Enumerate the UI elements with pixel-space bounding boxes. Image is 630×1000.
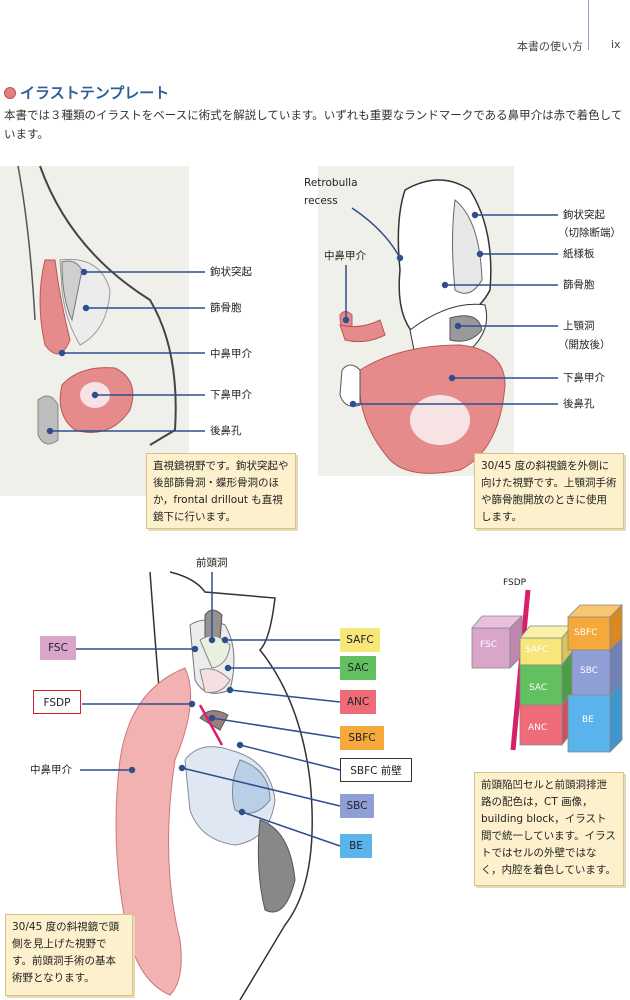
page-number: ix bbox=[611, 38, 621, 51]
fig4-block-sbc: SBC bbox=[580, 666, 599, 676]
fig3-box-sbfc-anterior-wall: SBFC 前壁 bbox=[340, 758, 412, 782]
fig3-label-middle-turbinate: 中鼻甲介 bbox=[30, 764, 72, 776]
fig4-block-sbfc: SBFC bbox=[574, 628, 598, 638]
header-divider bbox=[588, 0, 589, 50]
fig3-outline bbox=[149, 571, 161, 701]
fig4-block-fsc: FSC bbox=[480, 640, 498, 650]
fig4-block-sac: SAC bbox=[529, 683, 548, 693]
fig2-label-recess: recess bbox=[304, 195, 338, 207]
fig2-label-uncinate-sub: （切除断端） bbox=[558, 227, 621, 239]
fig4-note: 前頭陥凹セルと前頭洞排泄路の配色は，CT 画像，building block，イ… bbox=[474, 772, 624, 886]
fig2-label-lamina-papyracea: 紙様板 bbox=[563, 248, 595, 260]
fig1-outline bbox=[39, 165, 177, 446]
fig3-box-anc: ANC bbox=[340, 690, 376, 714]
fig2-label-bulla: 篩骨胞 bbox=[563, 279, 595, 291]
fig1-label-bulla: 篩骨胞 bbox=[210, 302, 242, 314]
fig4-block-be: BE bbox=[582, 715, 594, 725]
fig4-block-anc: ANC bbox=[528, 723, 548, 733]
fig3-box-fsc: FSC bbox=[40, 636, 76, 660]
fig2-note: 30/45 度の斜視鏡を外側に向けた視野です。上顎洞手術や篩骨胞開放のときに使用… bbox=[474, 453, 624, 529]
fig2-label-maxillary-sub: （開放後） bbox=[558, 339, 611, 351]
fig2-label-uncinate: 鉤状突起 bbox=[563, 209, 605, 221]
section-title: イラストテンプレート bbox=[4, 82, 169, 103]
section-title-text: イラストテンプレート bbox=[20, 84, 170, 102]
fig3-box-sbfc: SBFC bbox=[340, 726, 384, 750]
fig3-middle-turbinate bbox=[115, 667, 192, 996]
fig3-box-safc: SAFC bbox=[340, 628, 380, 652]
header-section: 本書の使い方 bbox=[517, 40, 583, 53]
fig1-note: 直視鏡視野です。鉤状突起や後部篩骨洞・蝶形骨洞のほか，frontal drill… bbox=[146, 453, 296, 529]
fig4-blocks bbox=[471, 589, 623, 753]
fig4-label-fsdp: FSDP bbox=[503, 578, 527, 588]
fig1-label-inferior-turbinate: 下鼻甲介 bbox=[210, 389, 252, 401]
fig3-note: 30/45 度の斜視鏡で頭側を見上げた視野です。前頭洞手術の基本術野となります。 bbox=[5, 914, 133, 996]
fig4-block-safc: SAFC bbox=[525, 645, 549, 655]
fig3-box-be: BE bbox=[340, 834, 372, 858]
fig1-label-choana: 後鼻孔 bbox=[210, 425, 242, 437]
fig3-label-frontal-sinus: 前頭洞 bbox=[196, 557, 228, 569]
fig3-box-sac: SAC bbox=[340, 656, 376, 680]
fig2-label-inferior-turbinate: 下鼻甲介 bbox=[563, 372, 605, 384]
bullet-icon bbox=[4, 87, 16, 99]
fig2-label-retrobulla: Retrobulla bbox=[304, 177, 358, 189]
fig2-label-choana: 後鼻孔 bbox=[563, 398, 595, 410]
fig3-box-fsdp: FSDP bbox=[33, 690, 81, 714]
fig2-label-middle-turbinate: 中鼻甲介 bbox=[324, 250, 366, 262]
fig1-label-uncinate: 鉤状突起 bbox=[210, 266, 252, 278]
fig1-label-middle-turbinate: 中鼻甲介 bbox=[210, 348, 252, 360]
fig3-box-sbc: SBC bbox=[340, 794, 374, 818]
intro-text: 本書では３種類のイラストをベースに術式を解説しています。いずれも重要なランドマー… bbox=[4, 108, 623, 141]
fig2-label-maxillary: 上顎洞 bbox=[563, 320, 595, 332]
